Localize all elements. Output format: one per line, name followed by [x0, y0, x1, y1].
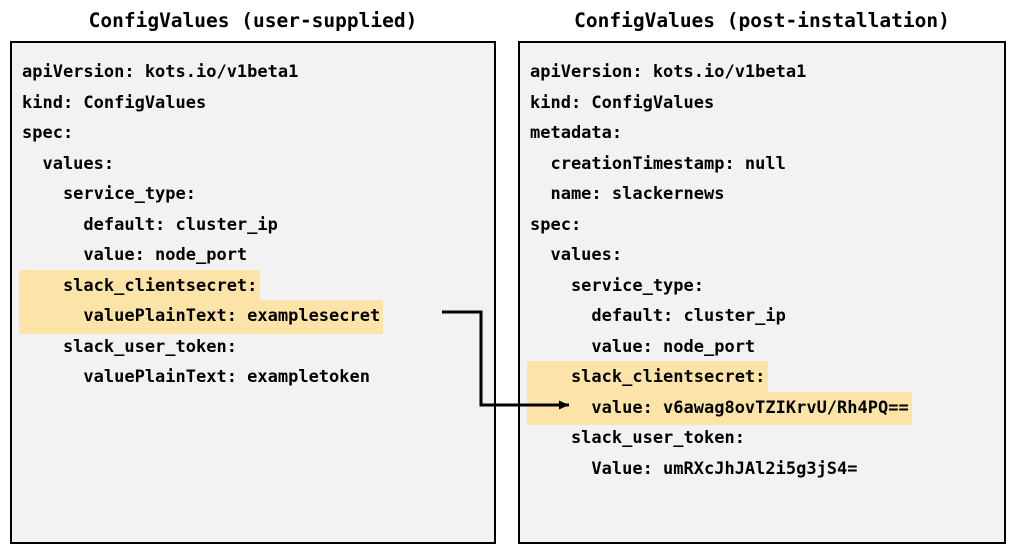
yaml-line-text: value: v6awag8ovTZIKrvU/Rh4PQ==	[527, 391, 912, 425]
yaml-line-text: kind: ConfigValues	[22, 92, 207, 113]
yaml-line-text: spec:	[22, 123, 74, 143]
yaml-line: value: node_port	[520, 331, 912, 362]
yaml-line-text: default: cluster_ip	[22, 214, 278, 235]
yaml-line: spec:	[12, 117, 383, 148]
yaml-line-text: creationTimestamp: null	[530, 153, 786, 174]
yaml-line-text: slack_user_token:	[22, 336, 237, 357]
yaml-line-text: valuePlainText: examplesecret	[19, 300, 384, 334]
right-panel-title: ConfigValues (post-installation)	[574, 9, 950, 32]
yaml-line: apiVersion: kots.io/v1beta1	[12, 56, 383, 87]
config-values-post-installation-panel: apiVersion: kots.io/v1beta1 kind: ConfigV…	[518, 41, 1006, 544]
yaml-line-text: value: node_port	[530, 336, 756, 357]
yaml-line: creationTimestamp: null	[520, 148, 912, 179]
yaml-line-text: metadata:	[530, 123, 623, 143]
yaml-line-text: kind: ConfigValues	[530, 92, 715, 113]
yaml-line-text: service_type:	[530, 275, 704, 296]
yaml-line: value: node_port	[12, 239, 383, 270]
yaml-line-text: apiVersion: kots.io/v1beta1	[530, 62, 807, 82]
config-values-user-supplied-panel: apiVersion: kots.io/v1beta1 kind: ConfigV…	[10, 41, 496, 544]
yaml-line: service_type:	[520, 270, 912, 301]
yaml-line: kind: ConfigValues	[520, 87, 912, 118]
yaml-line: value: v6awag8ovTZIKrvU/Rh4PQ==	[520, 391, 912, 425]
yaml-line: valuePlainText: examplesecret	[12, 300, 384, 334]
yaml-line-text: name: slackernews	[530, 184, 725, 204]
yaml-line-text: value: node_port	[22, 245, 248, 265]
yaml-line: kind: ConfigValues	[12, 87, 383, 118]
yaml-line: apiVersion: kots.io/v1beta1	[520, 56, 912, 87]
yaml-line: metadata:	[520, 117, 912, 148]
yaml-line-text: service_type:	[22, 184, 196, 204]
yaml-line-text: slack_clientsecret:	[19, 269, 261, 303]
yaml-line: Value: umRXcJhJAl2i5g3jS4=	[520, 453, 912, 484]
yaml-line: values:	[520, 239, 912, 270]
yaml-line: values:	[12, 148, 383, 179]
yaml-line-text: default: cluster_ip	[530, 306, 786, 326]
yaml-line-text: slack_user_token:	[530, 428, 745, 448]
yaml-line: default: cluster_ip	[520, 300, 912, 331]
yaml-line-text: valuePlainText: exampletoken	[22, 367, 370, 387]
yaml-line-text: spec:	[530, 214, 582, 235]
yaml-line: slack_clientsecret:	[12, 269, 383, 303]
yaml-line: default: cluster_ip	[12, 209, 383, 240]
yaml-line-text: values:	[530, 245, 623, 265]
left-panel-title: ConfigValues (user-supplied)	[88, 9, 418, 32]
yaml-line: slack_user_token:	[520, 422, 912, 453]
yaml-line: slack_clientsecret:	[520, 361, 912, 395]
yaml-line-text: slack_clientsecret:	[527, 361, 769, 395]
yaml-line: name: slackernews	[520, 178, 912, 209]
yaml-line: spec:	[520, 209, 912, 240]
yaml-line-text: Value: umRXcJhJAl2i5g3jS4=	[530, 458, 858, 479]
yaml-line: service_type:	[12, 178, 383, 209]
yaml-line-text: values:	[22, 153, 115, 174]
right-yaml-block: apiVersion: kots.io/v1beta1 kind: ConfigV…	[520, 43, 912, 483]
yaml-line: slack_user_token:	[12, 331, 383, 362]
yaml-line: valuePlainText: exampletoken	[12, 361, 383, 392]
left-yaml-block: apiVersion: kots.io/v1beta1 kind: ConfigV…	[12, 43, 384, 392]
yaml-line-text: apiVersion: kots.io/v1beta1	[22, 62, 299, 82]
